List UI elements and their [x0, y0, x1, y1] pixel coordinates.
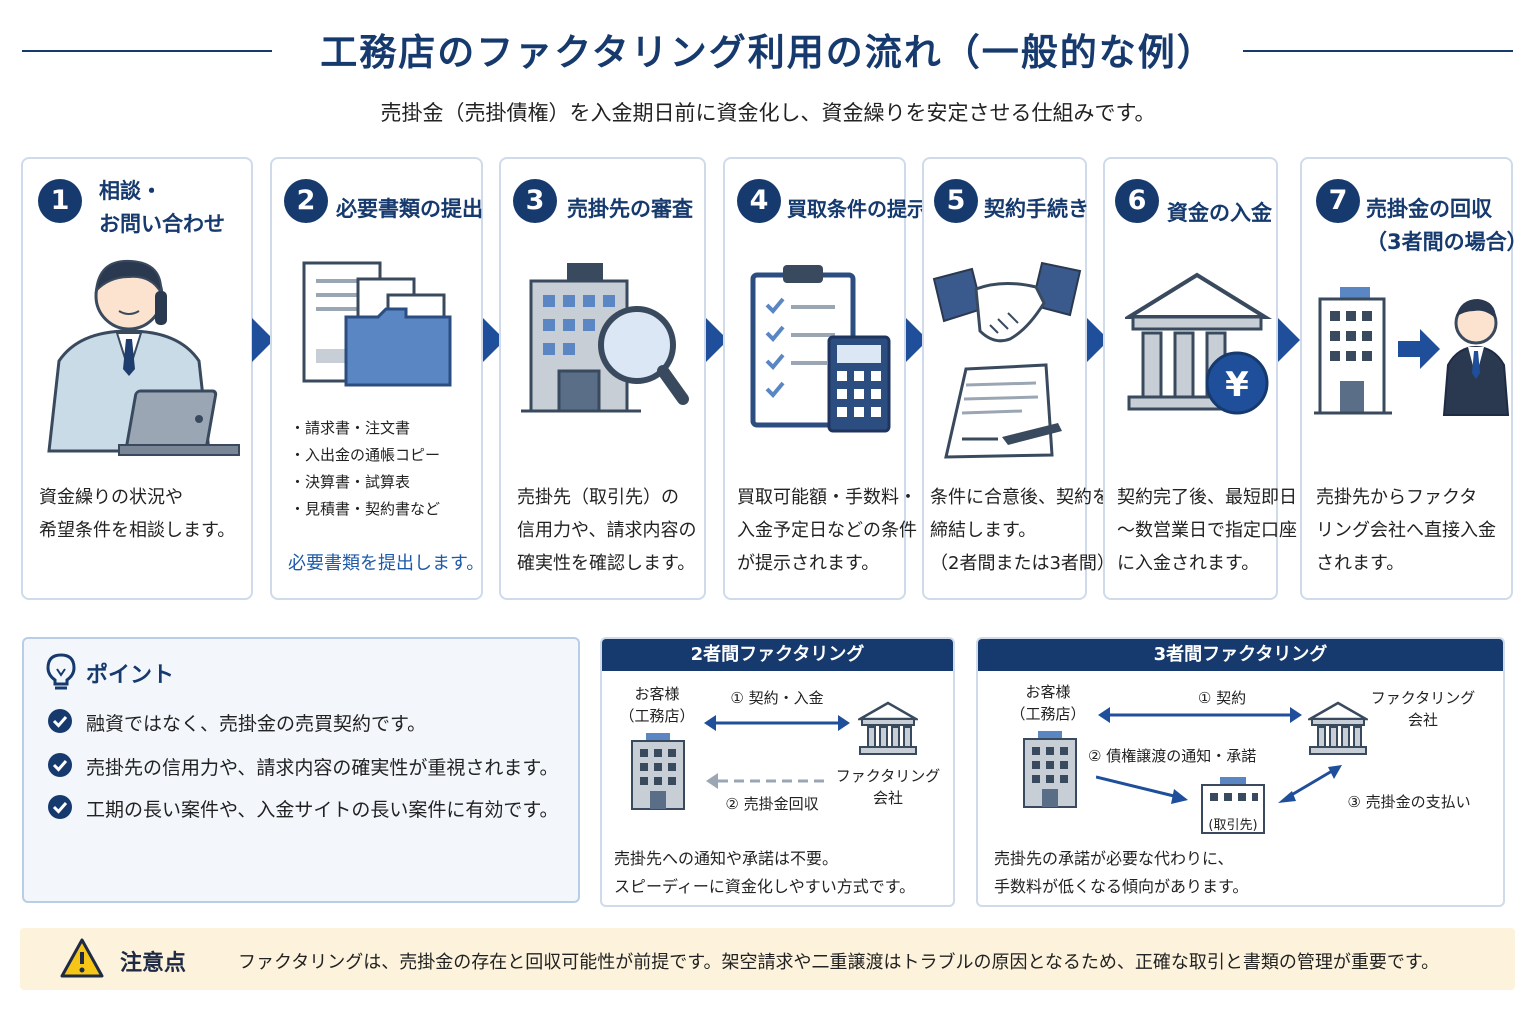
- step-number: 1: [38, 179, 82, 223]
- check-icon: [48, 795, 72, 819]
- step-title: 契約手続き: [984, 197, 1089, 221]
- panel-title: 3者間ファクタリング: [978, 639, 1503, 671]
- office-building-icon: [1023, 731, 1077, 808]
- caution-title: 注意点: [120, 951, 187, 976]
- bank-icon: [858, 701, 918, 755]
- three-party-panel: 3者間ファクタリング お客様（工務店） ファクタリング会社 (取引先) ① 契約…: [976, 637, 1505, 907]
- handshake-contract-icon: [932, 261, 1082, 459]
- step-card-1: 1 相談・お問い合わせ 資金繰りの状況や希望条件を相談します。: [21, 157, 253, 600]
- panel-title: 2者間ファクタリング: [602, 639, 953, 671]
- bank-yen-icon: [1125, 272, 1273, 415]
- point-item: 工期の長い案件や、入金サイトの長い案件に有効です。: [86, 799, 559, 821]
- step-desc: 契約完了後、最短即日～数営業日で指定口座に入金されます。: [1117, 487, 1297, 574]
- worker-phone-icon: [47, 259, 240, 456]
- step-title: 必要書類の提出: [336, 197, 483, 221]
- step-card-2: 2 必要書類の提出 ・請求書・注文書・入出金の通帳コピー・決算書・試算表・見積書…: [270, 157, 485, 600]
- step-desc: 買取可能額・手数料・入金予定日などの条件が提示されます。: [737, 487, 917, 574]
- step-title: 相談・お問い合わせ: [99, 179, 225, 236]
- building-to-person-icon: [1314, 287, 1510, 416]
- title-rule-right: [1243, 50, 1513, 52]
- panel-desc: 売掛先への通知や承諾は不要。スピーディーに資金化しやすい方式です。: [614, 849, 916, 896]
- title-rule-left: [22, 50, 272, 52]
- step-card-4: 4 買取条件の提示 買取可能額・手数料・入金予定日などの条件が提示されます。: [723, 157, 927, 600]
- customer-label: お客様（工務店）: [1010, 683, 1086, 723]
- debtor-building-icon: [1201, 777, 1265, 834]
- step-card-3: 3 売掛先の審査 売掛先（取引先）の信用力や、請求内容の確実性を確認します。: [499, 157, 706, 600]
- step-title: 資金の入金: [1167, 201, 1272, 225]
- check-icon: [48, 709, 72, 733]
- step-title: 買取条件の提示: [787, 197, 927, 221]
- yen-symbol: ¥: [1225, 365, 1249, 405]
- step-desc: 売掛先からファクタリング会社へ直接入金されます。: [1316, 487, 1496, 574]
- flow-label: ③ 売掛金の支払い: [1347, 793, 1471, 811]
- step-arrow-1: [252, 318, 274, 362]
- step-card-7: 7 売掛金の回収（3者間の場合） 売掛先からファクタリング会社へ直接入金されます…: [1300, 157, 1528, 600]
- flow-arrows: [1096, 707, 1342, 804]
- two-party-panel: 2者間ファクタリング お客様（工務店） ファクタリング会社 ① 契約・入金 ② …: [600, 637, 955, 907]
- flow-label: ① 契約・入金: [730, 689, 824, 707]
- step-desc: 条件に合意後、契約を締結します。（2者間または3者間）: [930, 487, 1115, 574]
- company-label: ファクタリング会社: [1370, 689, 1476, 729]
- docs-list: ・請求書・注文書・入出金の通帳コピー・決算書・試算表・見積書・契約書など: [290, 419, 441, 518]
- step-number: 2: [284, 179, 328, 223]
- step-number: 3: [513, 179, 557, 223]
- step-card-6: 6 資金の入金 ¥ 契約完了後、最短即日～数営業日で指定口座に入金されます。: [1103, 157, 1297, 600]
- lightbulb-icon: [46, 653, 76, 690]
- building-magnifier-icon: [521, 263, 689, 413]
- step-number: 4: [737, 179, 781, 223]
- point-box: ポイント 融資ではなく、売掛金の売買契約です。 売掛先の信用力や、請求内容の確実…: [22, 637, 580, 903]
- warning-icon: [60, 938, 104, 978]
- step-title: 売掛金の回収（3者間の場合）: [1366, 197, 1528, 254]
- step-card-5: 5 契約手続き 条件に合意後、契約を締結します。（2者間または3者間）: [922, 157, 1115, 600]
- docs-note: 必要書類を提出します。: [288, 553, 485, 574]
- step-arrow-3: [706, 318, 728, 362]
- step-number: 6: [1115, 179, 1159, 223]
- page-subtitle: 売掛金（売掛債権）を入金期日前に資金化し、資金繰りを安定させる仕組みです。: [380, 101, 1156, 125]
- flow-label: ① 契約: [1197, 689, 1247, 707]
- step-desc: 売掛先（取引先）の信用力や、請求内容の確実性を確認します。: [517, 487, 697, 574]
- point-item: 売掛先の信用力や、請求内容の確実性が重視されます。: [86, 757, 559, 779]
- panel-desc: 売掛先の承諾が必要な代わりに、手数料が低くなる傾向があります。: [994, 849, 1249, 896]
- bank-icon: [1308, 701, 1368, 755]
- step-desc: 資金繰りの状況や希望条件を相談します。: [39, 487, 236, 541]
- step-title: 売掛先の審査: [567, 197, 693, 221]
- company-label: ファクタリング会社: [835, 767, 941, 807]
- caution-bar: 注意点 ファクタリングは、売掛金の存在と回収可能性が前提です。架空請求や二重譲渡…: [20, 928, 1515, 990]
- point-title: ポイント: [86, 663, 175, 688]
- office-building-icon: [631, 733, 685, 810]
- step-number: 7: [1316, 179, 1360, 223]
- step-number: 5: [934, 179, 978, 223]
- page-title: 工務店のファクタリング利用の流れ（一般的な例）: [320, 31, 1216, 74]
- flow-label: ② 売掛金回収: [725, 795, 819, 813]
- step-arrow-6: [1278, 318, 1300, 362]
- flow-label: ② 債権譲渡の通知・承諾: [1088, 747, 1257, 765]
- customer-label: お客様（工務店）: [619, 685, 695, 725]
- caution-text: ファクタリングは、売掛金の存在と回収可能性が前提です。架空請求や二重譲渡はトラブ…: [238, 952, 1440, 973]
- point-item: 融資ではなく、売掛金の売買契約です。: [86, 713, 427, 735]
- flow-arrows: [704, 715, 850, 789]
- documents-folder-icon: [302, 261, 452, 387]
- check-icon: [48, 753, 72, 777]
- clipboard-calculator-icon: [750, 265, 891, 433]
- debtor-label: (取引先): [1208, 818, 1258, 833]
